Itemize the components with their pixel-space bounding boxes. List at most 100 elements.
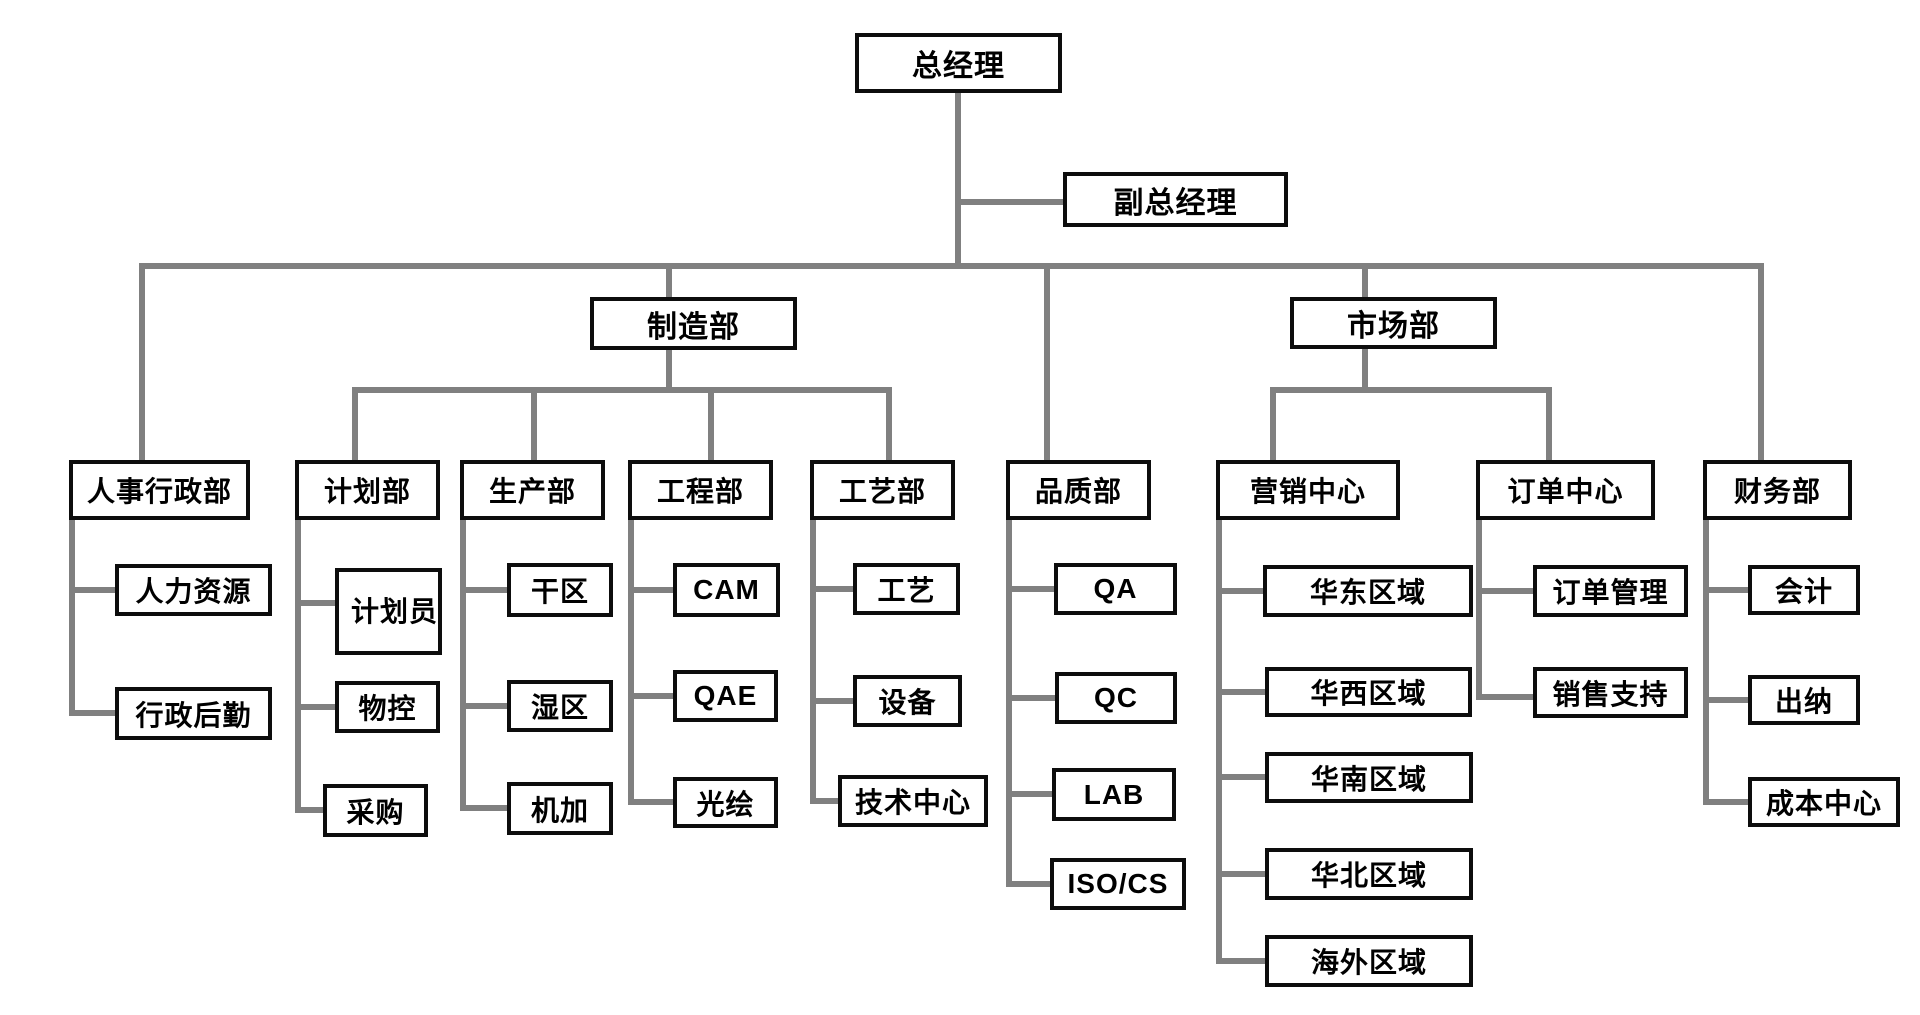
- org-node-label: 工程部: [656, 476, 744, 507]
- connector-stub-dry-area: [460, 587, 507, 593]
- connector-stub-hr: [69, 587, 115, 593]
- org-node-tech-center: 技术中心: [838, 775, 988, 827]
- connector-stub-wet-area: [460, 703, 507, 709]
- org-node-cashier: 出纳: [1748, 675, 1860, 725]
- connector-deputy-branch: [955, 199, 1065, 205]
- connector-stub-photo-plotting: [628, 799, 673, 805]
- org-node-label: QA: [1093, 573, 1138, 604]
- connector-drop-production: [531, 387, 537, 462]
- connector-stub-qa: [1006, 586, 1054, 592]
- org-node-label: 制造部: [647, 310, 740, 344]
- org-node-label: 设备: [878, 687, 937, 718]
- org-node-photo-plotting: 光绘: [673, 777, 778, 828]
- org-node-label: CAM: [693, 574, 760, 605]
- connector-drop-process: [886, 387, 892, 462]
- org-node-label: 采购: [346, 796, 405, 828]
- org-node-label: 物控: [358, 693, 417, 724]
- connector-stub-south-china: [1216, 774, 1265, 780]
- org-node-label: 品质部: [1034, 476, 1122, 507]
- connector-drop-finance: [1758, 263, 1764, 462]
- connector-process-spine: [810, 520, 816, 804]
- org-node-order-management: 订单管理: [1533, 565, 1688, 617]
- org-node-accounting: 会计: [1748, 565, 1860, 615]
- connector-quality-spine: [1006, 520, 1012, 887]
- connector-stub-north-china: [1216, 871, 1265, 877]
- connector-stub-craft: [810, 586, 853, 592]
- org-node-qc: QC: [1055, 672, 1177, 724]
- org-node-finance-dept: 财务部: [1703, 460, 1852, 520]
- org-node-label: 行政后勤: [135, 699, 252, 731]
- connector-market-stub: [1362, 347, 1368, 390]
- connector-manufacturing-stub: [666, 348, 672, 390]
- org-node-label: 光绘: [696, 788, 755, 820]
- org-node-planner: 计划员: [335, 568, 442, 655]
- connector-stub-equipment: [810, 698, 853, 704]
- org-node-overseas-region: 海外区域: [1265, 935, 1473, 987]
- org-node-label: 技术中心: [854, 787, 971, 818]
- connector-stub-material-control: [295, 704, 335, 710]
- org-node-engineering-dept: 工程部: [628, 460, 773, 520]
- connector-hr-admin-spine: [69, 520, 75, 716]
- org-node-production-dept: 生产部: [460, 460, 605, 520]
- org-node-label: 人力资源: [135, 576, 252, 607]
- connector-order-center-spine: [1476, 520, 1482, 700]
- connector-stub-east-china: [1216, 588, 1263, 594]
- connector-stub-accounting: [1703, 587, 1748, 593]
- org-node-label: 工艺部: [838, 476, 926, 507]
- connector-stub-qc: [1006, 695, 1055, 701]
- org-node-label: 副总经理: [1113, 186, 1238, 220]
- connector-stub-cam: [628, 587, 673, 593]
- connector-drop-hr-admin: [139, 263, 145, 462]
- connector-drop-market: [1362, 263, 1368, 299]
- org-node-sales-support: 销售支持: [1533, 667, 1688, 718]
- connector-stub-admin-logistics: [69, 710, 115, 716]
- org-node-label: 机加: [530, 794, 589, 826]
- org-node-north-china-region: 华北区域: [1265, 848, 1473, 900]
- org-node-label: 湿区: [530, 692, 589, 723]
- connector-stub-west-china: [1216, 689, 1265, 695]
- org-node-label: 华北区域: [1310, 860, 1427, 891]
- connector-main-rail: [139, 263, 1764, 269]
- org-node-machining: 机加: [507, 782, 613, 835]
- org-node-label: 订单中心: [1507, 476, 1624, 507]
- connector-manufacturing-rail: [352, 387, 892, 393]
- connector-gm-drop: [955, 92, 961, 269]
- org-node-qae: QAE: [673, 670, 778, 722]
- org-node-label: 销售支持: [1552, 678, 1669, 710]
- org-node-purchasing: 采购: [323, 784, 428, 837]
- connector-stub-purchasing: [295, 807, 323, 813]
- connector-stub-cost-center: [1703, 799, 1748, 805]
- org-node-label: 成本中心: [1765, 788, 1882, 819]
- org-node-label: LAB: [1083, 778, 1145, 810]
- org-node-label: 工艺: [877, 575, 936, 606]
- org-node-deputy-general-manager: 副总经理: [1063, 172, 1288, 227]
- connector-drop-order-center: [1546, 387, 1552, 462]
- org-node-manufacturing-dept: 制造部: [590, 297, 797, 350]
- connector-stub-cashier: [1703, 697, 1748, 703]
- org-node-label: 计划部: [323, 476, 411, 507]
- connector-planning-spine: [295, 520, 301, 813]
- org-node-order-center: 订单中心: [1476, 460, 1655, 520]
- org-node-label: 会计: [1774, 576, 1833, 607]
- connector-engineering-spine: [628, 520, 634, 805]
- connector-drop-marketing-center: [1270, 387, 1276, 462]
- org-node-marketing-center: 营销中心: [1216, 460, 1400, 520]
- connector-stub-qae: [628, 693, 673, 699]
- org-node-label: 海外区域: [1310, 947, 1427, 978]
- org-node-label: 干区: [530, 576, 589, 607]
- connector-stub-planner: [295, 600, 335, 606]
- connector-drop-planning: [352, 387, 358, 462]
- org-node-lab: LAB: [1052, 768, 1176, 821]
- org-node-label: 华东区域: [1309, 577, 1426, 608]
- org-node-label: 华南区域: [1310, 763, 1427, 795]
- connector-drop-quality: [1044, 263, 1050, 462]
- org-node-label: 财务部: [1733, 476, 1821, 507]
- org-node-label: 人事行政部: [86, 476, 232, 507]
- connector-finance-spine: [1703, 520, 1709, 805]
- org-node-label: 出纳: [1774, 686, 1833, 717]
- org-node-label: 生产部: [488, 476, 576, 507]
- connector-stub-order-mgmt: [1476, 588, 1533, 594]
- org-node-quality-dept: 品质部: [1006, 460, 1151, 520]
- org-node-equipment: 设备: [853, 675, 962, 727]
